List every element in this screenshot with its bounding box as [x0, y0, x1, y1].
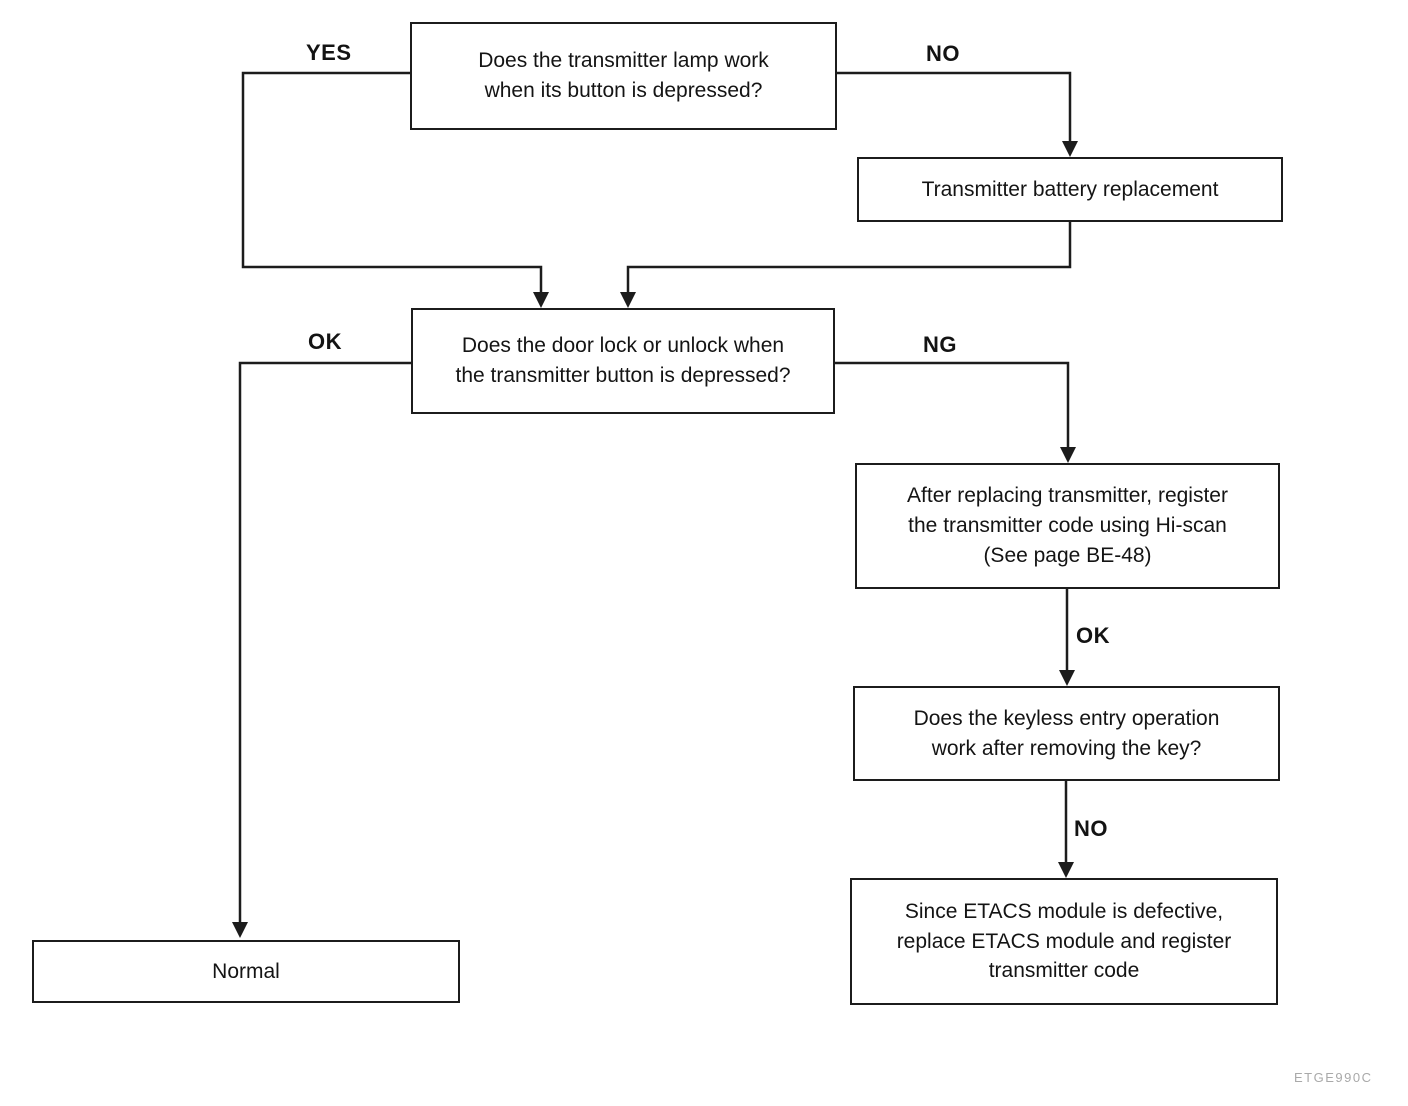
edge-label-yes: YES	[306, 40, 352, 65]
node-question-keyless-entry: Does the keyless entry operation work af…	[853, 686, 1280, 781]
edge-ok-left-line	[238, 361, 411, 930]
arrowhead-to-normal	[232, 922, 248, 938]
arrowhead-to-battery	[1062, 141, 1078, 157]
node-normal: Normal	[32, 940, 460, 1003]
figure-code: ETGE990C	[1294, 1070, 1373, 1085]
arrowhead-to-etacs	[1058, 862, 1074, 878]
edge-ng-line	[835, 361, 1070, 455]
node-register-transmitter-code: After replacing transmitter, register th…	[855, 463, 1280, 589]
node-transmitter-battery-replacement: Transmitter battery replacement	[857, 157, 1283, 222]
arrowhead-to-doorlock-left	[533, 292, 549, 308]
node-text: Normal	[212, 959, 280, 983]
node-question-door-lock: Does the door lock or unlock when the tr…	[411, 308, 835, 414]
edge-no-top-line	[837, 71, 1072, 149]
edge-label-no-bottom: NO	[1074, 816, 1108, 841]
arrowhead-to-doorlock-right	[620, 292, 636, 308]
edge-label-no-top: NO	[926, 41, 960, 66]
node-text: Does the keyless entry operation work af…	[913, 706, 1220, 760]
edge-label-ok-left: OK	[308, 329, 342, 354]
edge-label-ng: NG	[923, 332, 957, 357]
node-text: Since ETACS module is defective, replace…	[896, 899, 1232, 983]
edge-yes-line	[241, 71, 543, 300]
arrowhead-to-keyless	[1059, 670, 1075, 686]
edge-battery-to-doorlock-line	[626, 222, 1072, 300]
edge-label-ok-middle: OK	[1076, 623, 1110, 648]
node-text: After replacing transmitter, register th…	[907, 484, 1228, 567]
node-text: Does the door lock or unlock when the tr…	[455, 334, 791, 387]
node-text: Does the transmitter lamp work when its …	[478, 49, 769, 102]
node-question-transmitter-lamp: Does the transmitter lamp work when its …	[410, 22, 837, 130]
node-text: Transmitter battery replacement	[921, 177, 1219, 201]
arrowhead-to-register	[1060, 447, 1076, 463]
node-replace-etacs-module: Since ETACS module is defective, replace…	[850, 878, 1278, 1005]
